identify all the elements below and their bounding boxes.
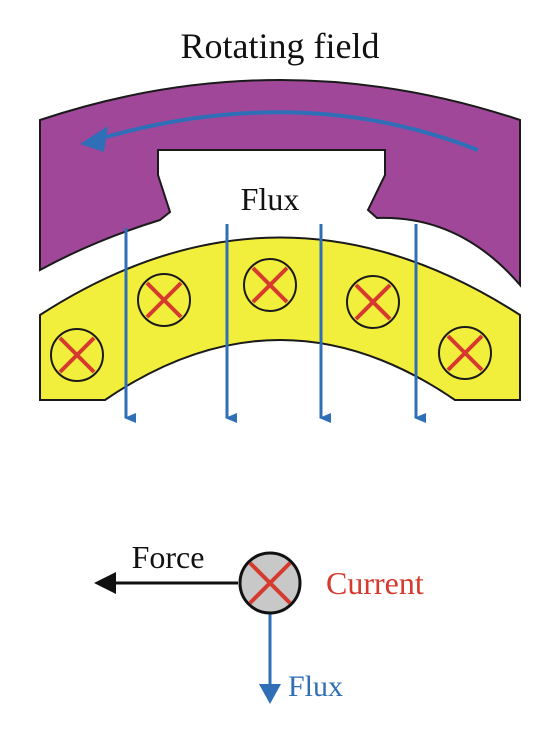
rotating-field-label: Rotating field xyxy=(181,26,380,66)
conductor-icon xyxy=(137,273,191,327)
conductor-icon xyxy=(50,328,104,382)
flux-top-label: Flux xyxy=(241,181,300,217)
current-cross-icon xyxy=(248,561,292,605)
force-label: Force xyxy=(132,539,205,575)
rotor-conductors xyxy=(50,258,492,382)
current-label: Current xyxy=(326,565,424,601)
conductor-icon xyxy=(438,326,492,380)
force-arrow-icon xyxy=(94,572,116,594)
conductor-icon xyxy=(243,258,297,312)
rotation-arrow-icon xyxy=(94,110,479,152)
flux-bottom-label: Flux xyxy=(288,670,343,703)
flux-detail-arrow-icon xyxy=(259,684,281,704)
rotation-arrowhead-icon xyxy=(80,126,108,152)
conductor-icon xyxy=(346,275,400,329)
flux-arrows xyxy=(124,224,426,423)
force-detail: Force Flux Current xyxy=(94,539,424,704)
